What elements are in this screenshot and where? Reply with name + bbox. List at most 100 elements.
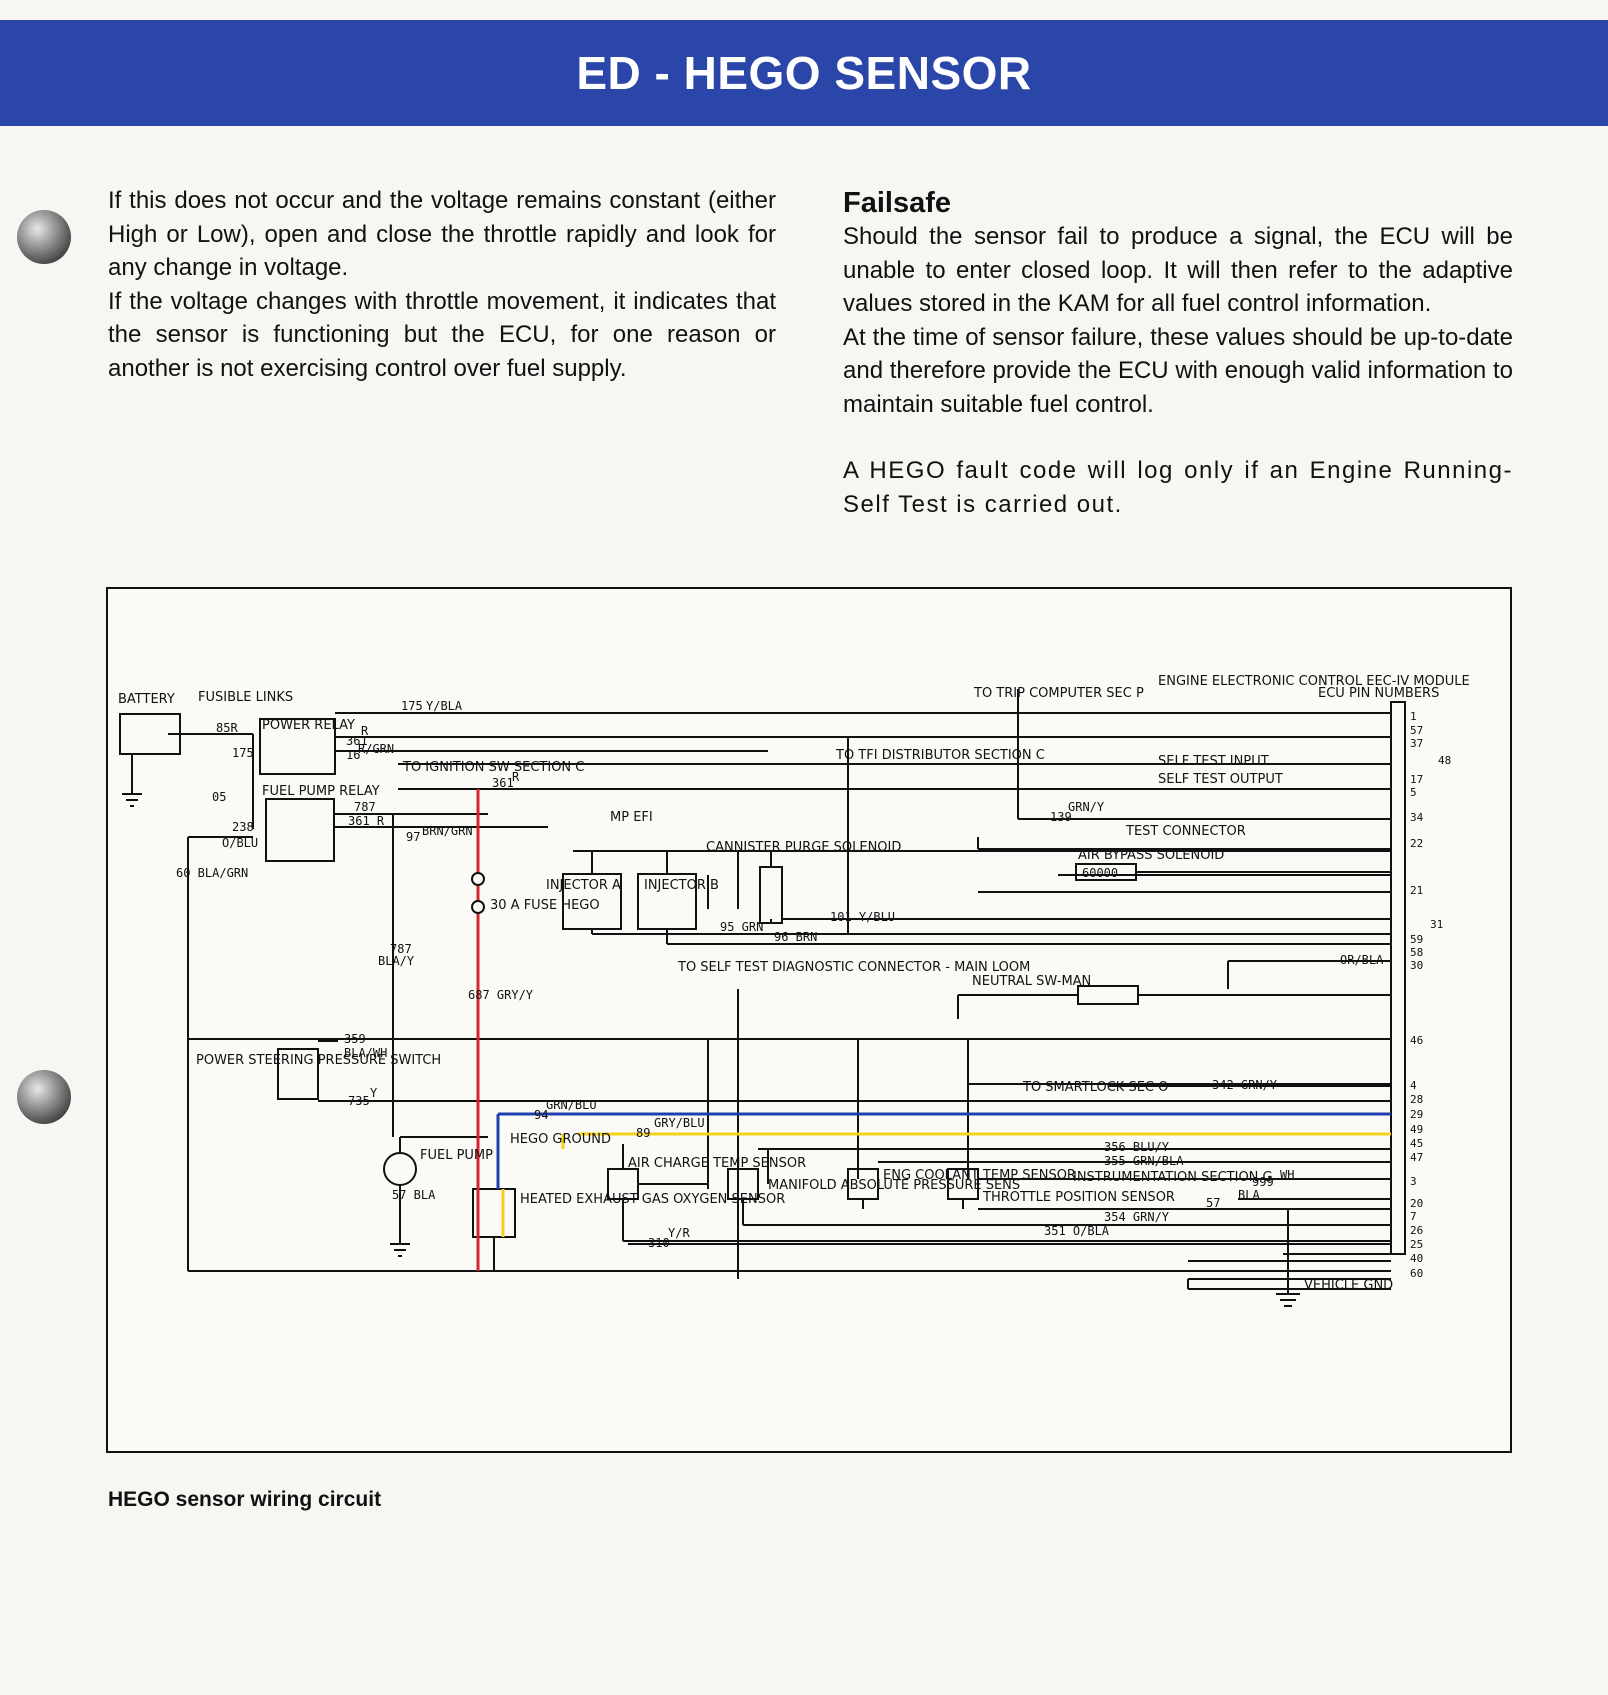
right-paragraph-1: Should the sensor fail to produce a sign… xyxy=(843,223,1513,317)
wire-label-89: 89 xyxy=(636,1126,650,1140)
ecu-pin: 22 xyxy=(1410,837,1423,850)
right-paragraph-3: A HEGO fault code will log only if an En… xyxy=(843,457,1513,518)
wire-label-351: 351 O/BLA xyxy=(1044,1224,1110,1238)
wire-label-yblu: Y/BLA xyxy=(426,699,463,713)
ecu-pin: 58 xyxy=(1410,946,1423,959)
fuel-pump-motor xyxy=(383,1152,417,1186)
ecu-pin: 1 xyxy=(1410,710,1417,723)
wire-label-342: 342 GRN/Y xyxy=(1212,1078,1278,1092)
wire-label-361r: 361 R xyxy=(348,814,385,828)
label-ecu-pin-numbers: ECU PIN NUMBERS xyxy=(1318,686,1439,701)
fuse-30a xyxy=(471,872,485,886)
ecu-pin: 37 xyxy=(1410,737,1423,750)
label-map-sensor: MANIFOLD ABSOLUTE PRESSURE SENS xyxy=(768,1178,1020,1193)
label-fuel-pump: FUEL PUMP xyxy=(420,1148,493,1163)
label-power-relay: POWER RELAY xyxy=(262,718,355,733)
ecu-pin: 20 xyxy=(1410,1197,1423,1210)
fuel-pump-relay-box xyxy=(265,798,335,862)
ecu-pin: 3 xyxy=(1410,1175,1417,1188)
wire-label-354: 354 GRN/Y xyxy=(1104,1210,1170,1224)
wire-label-359: 359 xyxy=(344,1032,366,1046)
wire-label-60000: 60000 xyxy=(1082,866,1118,880)
label-instrumentation: INSTRUMENTATION SECTION G xyxy=(1073,1170,1273,1185)
wire-label-787b: 787 xyxy=(390,942,412,956)
label-test-connector: TEST CONNECTOR xyxy=(1125,824,1246,839)
ecu-pin: 48 xyxy=(1438,754,1451,767)
wire-label-139: 139 xyxy=(1050,810,1072,824)
left-column: If this does not occur and the voltage r… xyxy=(108,184,776,385)
ecu-pin: 40 xyxy=(1410,1252,1423,1265)
ecu-connector xyxy=(1390,701,1406,1255)
wire-label-787: 787 xyxy=(354,800,376,814)
wire-label-wh: WH xyxy=(1280,1168,1294,1182)
label-vehicle-gnd: VEHICLE GND xyxy=(1304,1278,1393,1293)
label-air-bypass: AIR BYPASS SOLENOID xyxy=(1078,848,1224,863)
wiring-diagram: BATTERY FUSIBLE LINKS POWER RELAY FUEL P… xyxy=(106,587,1512,1453)
right-paragraph-2: At the time of sensor failure, these val… xyxy=(843,323,1513,418)
label-air-charge: AIR CHARGE TEMP SENSOR xyxy=(628,1156,806,1171)
ecu-pin: 34 xyxy=(1410,811,1424,824)
wiring-diagram-svg: BATTERY FUSIBLE LINKS POWER RELAY FUEL P… xyxy=(118,674,1470,1307)
wire-label-bla: BLA xyxy=(1238,1188,1260,1202)
wire-label-yr: Y/R xyxy=(668,1226,690,1240)
label-battery: BATTERY xyxy=(118,692,175,707)
ecu-pin: 25 xyxy=(1410,1238,1423,1251)
wire-label-95: 95 GRN xyxy=(720,920,763,934)
wire-label-oblu: O/BLU xyxy=(222,836,258,850)
label-tfi: TO TFI DISTRIBUTOR SECTION C xyxy=(835,748,1045,763)
wire-label-rb: R xyxy=(512,770,520,784)
wire-label-999: 999 xyxy=(1252,1175,1274,1189)
wire-label-175b: 175 xyxy=(232,746,254,760)
wire-label-y: Y xyxy=(370,1086,378,1100)
label-fusible-links: FUSIBLE LINKS xyxy=(198,690,293,705)
label-ect-sensor: ENG COOLANT TEMP SENSOR xyxy=(883,1168,1076,1183)
label-ignition: TO IGNITION SW SECTION C xyxy=(402,760,584,775)
power-relay-box xyxy=(259,718,336,775)
ecu-pin: 31 xyxy=(1430,918,1443,931)
wire-label-16: 16 xyxy=(346,748,360,762)
wire-label-97: 97 xyxy=(406,830,420,844)
ecu-pin: 59 xyxy=(1410,933,1423,946)
wire-label-687: 687 GRY/Y xyxy=(468,988,534,1002)
ecu-pin: 57 xyxy=(1410,724,1423,737)
ecu-pin: 49 xyxy=(1410,1123,1423,1136)
label-self-test-output: SELF TEST OUTPUT xyxy=(1158,772,1283,787)
punch-hole-bottom xyxy=(17,1070,71,1124)
wire-label-735: 735 xyxy=(348,1094,370,1108)
wire-label-175: 175 xyxy=(401,699,423,713)
wire-label-orbla: OR/BLA xyxy=(1340,953,1384,967)
wire-label-94: 94 xyxy=(534,1108,548,1122)
label-smartlock: TO SMARTLOCK SEC O xyxy=(1022,1080,1168,1095)
ecu-pin: 47 xyxy=(1410,1151,1423,1164)
ecu-pin: 5 xyxy=(1410,786,1417,799)
label-mp-efi: MP EFI xyxy=(610,810,653,825)
wire-label-blagrn: 60 BLA/GRN xyxy=(176,866,248,880)
label-hego-sensor: HEATED EXHAUST GAS OXYGEN SENSOR xyxy=(520,1192,785,1207)
ecu-pin: 17 xyxy=(1410,773,1423,786)
header-bar: ED - HEGO SENSOR xyxy=(0,20,1608,126)
ecu-pin: 46 xyxy=(1410,1034,1423,1047)
ecu-pin: 29 xyxy=(1410,1108,1423,1121)
ecu-pin: 4 xyxy=(1410,1079,1417,1092)
left-paragraph-1: If this does not occur and the voltage r… xyxy=(108,187,776,281)
label-self-test-diag: TO SELF TEST DIAGNOSTIC CONNECTOR - MAIN… xyxy=(677,960,1030,975)
wire-label-101: 101 Y/BLU xyxy=(830,910,895,924)
wire-label-96: 96 BRN xyxy=(774,930,817,944)
wire-label-361: 361 xyxy=(346,734,368,748)
ecu-pin: 28 xyxy=(1410,1093,1423,1106)
label-neutral-sw: NEUTRAL SW-MAN xyxy=(972,974,1091,989)
wire-label-85r: 85R xyxy=(216,721,238,735)
wire-label-238: 238 xyxy=(232,820,254,834)
wire-label-57b: 57 xyxy=(1206,1196,1220,1210)
wire-label-blawh: BLA/WH xyxy=(344,1046,387,1060)
ecu-pin: 26 xyxy=(1410,1224,1423,1237)
punch-hole-top xyxy=(17,210,71,264)
label-tps: THROTTLE POSITION SENSOR xyxy=(982,1190,1175,1205)
label-injector-b: INJECTOR B xyxy=(644,878,719,893)
page-title: ED - HEGO SENSOR xyxy=(576,47,1032,99)
diagram-caption: HEGO sensor wiring circuit xyxy=(108,1488,382,1511)
wire-label-355: 355 GRN/BLA xyxy=(1104,1154,1184,1168)
left-paragraph-2: If the voltage changes with throttle mov… xyxy=(108,287,776,382)
wire-label-05: 05 xyxy=(212,790,226,804)
wire-label-grny: GRN/Y xyxy=(1068,800,1105,814)
